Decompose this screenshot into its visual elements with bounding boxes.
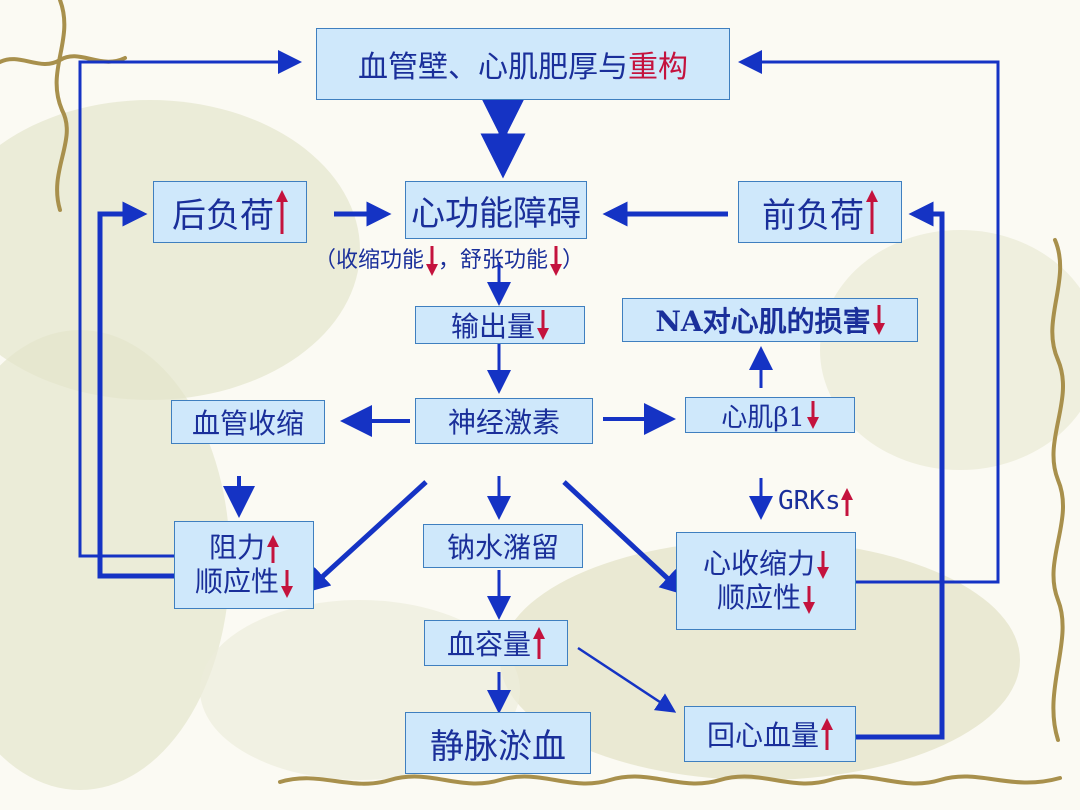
node-remodel: 血管壁、心肌肥厚与重构	[316, 28, 730, 100]
node-venous-congestion-text: 静脉淤血	[430, 726, 566, 767]
up-arrow-icon	[840, 487, 853, 516]
node-preload-text: 前负荷	[762, 195, 864, 236]
grks-label: GRKs	[778, 486, 853, 516]
down-arrow-icon	[550, 246, 563, 276]
node-afterload-text: 后负荷	[172, 195, 274, 236]
grks-text: GRKs	[778, 486, 841, 516]
node-remodel-text: 血管壁、心肌肥厚与	[358, 50, 628, 85]
node-blood-volume: 血容量	[424, 620, 568, 666]
node-sodium-water-text: 钠水潴留	[446, 531, 559, 564]
node-venous-return: 回心血量	[684, 706, 856, 762]
node-resistance-line1: 阻力	[208, 530, 265, 564]
node-blood-volume-text: 血容量	[446, 628, 531, 661]
node-preload: 前负荷	[738, 181, 902, 243]
down-arrow-icon	[817, 551, 829, 580]
node-contractility: 心收缩力 顺应性	[676, 532, 856, 630]
up-arrow-icon	[866, 190, 878, 234]
node-contractility-line1-row: 心收缩力	[703, 547, 829, 581]
node-beta1-text: 心肌β1	[721, 402, 805, 433]
function-note-open: （收缩功能	[314, 248, 425, 273]
node-afterload: 后负荷	[153, 181, 307, 243]
up-arrow-icon	[533, 627, 545, 659]
node-neurohormone-text: 神经激素	[447, 406, 560, 439]
node-na-damage: NA对心肌的损害	[622, 298, 918, 342]
node-sodium-water: 钠水潴留	[423, 524, 583, 568]
node-venous-congestion: 静脉淤血	[405, 712, 591, 774]
node-contractility-line1: 心收缩力	[702, 546, 815, 580]
node-resistance: 阻力 顺应性	[174, 521, 314, 609]
down-arrow-icon	[281, 569, 293, 598]
node-vasoconstriction-text: 血管收缩	[191, 407, 304, 440]
node-cardiac-dysfunction-text: 心功能障碍	[411, 193, 581, 234]
node-contractility-line2-row: 顺应性	[717, 581, 815, 615]
node-remodel-red-text: 重构	[628, 50, 688, 85]
node-neurohormone: 神经激素	[415, 398, 593, 444]
up-arrow-icon	[276, 190, 288, 234]
node-resistance-line1-row: 阻力	[209, 531, 279, 565]
node-output: 输出量	[415, 306, 585, 344]
up-arrow-icon	[267, 535, 279, 564]
function-note-close: ）	[562, 248, 585, 273]
node-venous-return-text: 回心血量	[706, 719, 819, 752]
node-contractility-line2: 顺应性	[716, 581, 801, 614]
node-vasoconstriction: 血管收缩	[171, 400, 325, 444]
down-arrow-icon	[537, 310, 549, 340]
node-resistance-line2: 顺应性	[194, 565, 279, 598]
node-output-text: 输出量	[450, 310, 535, 343]
down-arrow-icon	[426, 246, 439, 276]
function-note: （收缩功能 ，舒张功能 ）	[314, 242, 584, 276]
node-beta1: 心肌β1	[685, 397, 855, 433]
node-cardiac-dysfunction: 心功能障碍	[405, 181, 587, 239]
down-arrow-icon	[806, 401, 819, 429]
up-arrow-icon	[821, 718, 833, 750]
down-arrow-icon	[803, 585, 815, 614]
down-arrow-icon	[872, 305, 885, 335]
function-note-middle: ，舒张功能	[438, 248, 549, 273]
node-na-damage-text: NA对心肌的损害	[655, 305, 871, 338]
node-resistance-line2-row: 顺应性	[195, 565, 293, 599]
